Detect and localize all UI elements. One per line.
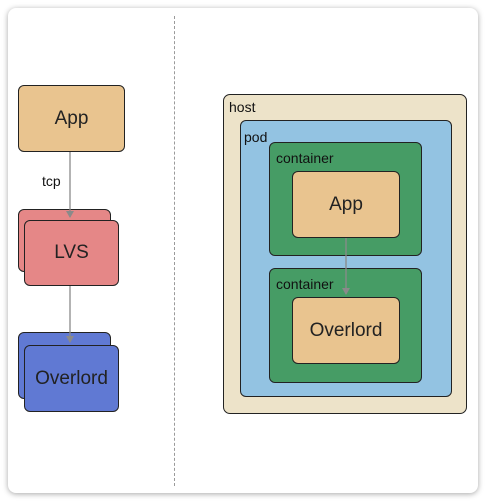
right-overlord-label: Overlord bbox=[309, 319, 383, 341]
right-app-node: App bbox=[292, 171, 400, 238]
left-overlord-node: Overlord bbox=[24, 345, 119, 412]
host-label: host bbox=[229, 99, 256, 115]
left-app-label: App bbox=[54, 107, 89, 129]
arrows-layer bbox=[66, 152, 350, 343]
left-app-node: App bbox=[18, 85, 125, 152]
pod-label: pod bbox=[244, 129, 268, 145]
section-divider bbox=[174, 16, 175, 486]
tcp-edge-label: tcp bbox=[42, 173, 61, 189]
right-app-label: App bbox=[329, 193, 363, 215]
right-overlord-node: Overlord bbox=[292, 297, 400, 364]
container-1-label: container bbox=[276, 150, 334, 166]
lvs-label: LVS bbox=[54, 242, 89, 263]
diagram-canvas: App tcp LVS Overlord host pod container … bbox=[8, 8, 478, 493]
container-2-label: container bbox=[276, 276, 334, 292]
left-overlord-label: Overlord bbox=[35, 367, 108, 389]
lvs-node: LVS bbox=[24, 220, 119, 286]
